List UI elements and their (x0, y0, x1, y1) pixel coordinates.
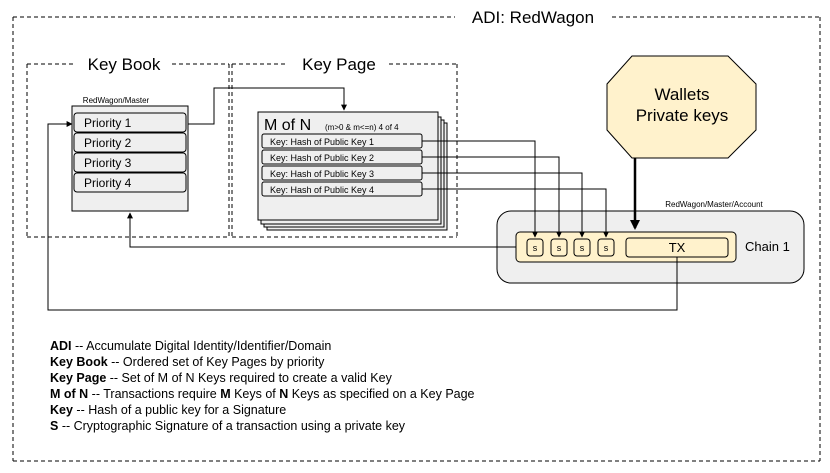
definition-item: Key Book -- Ordered set of Key Pages by … (50, 354, 475, 370)
priority-item[interactable] (73, 152, 187, 173)
key-page-frame (231, 63, 458, 238)
definition-item: Key Page -- Set of M of N Keys required … (50, 370, 475, 386)
adi-title: ADI: RedWagon (472, 8, 594, 27)
signature-box[interactable] (597, 238, 615, 257)
signature-box[interactable] (550, 238, 568, 257)
connectors (47, 87, 678, 311)
tx-to-priority-connector (47, 121, 678, 311)
chain-label: Chain 1 (745, 239, 790, 254)
m-of-n-condition: (m>0 & m<=n) 4 of 4 (325, 123, 399, 132)
wallets-octagon (606, 55, 757, 159)
priority-item[interactable] (73, 132, 187, 153)
signature-list: s s s s (526, 238, 615, 257)
definition-desc: Keys as specified on a Key Page (288, 387, 475, 401)
key-page-title: Key Page (302, 55, 376, 74)
key-label: Key: Hash of Public Key 1 (270, 137, 374, 147)
key-label: Key: Hash of Public Key 2 (270, 153, 374, 163)
priority-label: Priority 2 (84, 136, 132, 150)
definition-item: S -- Cryptographic Signature of a transa… (50, 418, 475, 434)
key2-to-sig-connector (422, 156, 562, 238)
account-label: RedWagon/Master/Account (665, 200, 763, 209)
key4-to-sig-connector (422, 188, 609, 238)
signature-label: s (580, 243, 585, 253)
chain-to-keybook-connector (127, 212, 516, 248)
private-keys-label: Private keys (636, 106, 729, 125)
key-label: Key: Hash of Public Key 4 (270, 185, 374, 195)
signature-label: s (604, 243, 609, 253)
priority-label: Priority 3 (84, 156, 132, 170)
priority-label: Priority 4 (84, 176, 132, 190)
m-of-n-label: M of N (264, 117, 311, 134)
priority-item[interactable] (73, 172, 187, 193)
definition-desc: -- Hash of a public key for a Signature (72, 403, 287, 417)
adi-boundary (12, 16, 821, 462)
signature-box[interactable] (526, 238, 544, 257)
priority-list: Priority 1 Priority 2 Priority 3 Priorit… (73, 112, 187, 193)
key3-to-sig-connector (422, 172, 585, 238)
definition-term: Key Page (50, 371, 107, 385)
definition-desc: Keys of (230, 387, 280, 401)
signature-label: s (557, 243, 562, 253)
priority-item[interactable] (73, 112, 187, 133)
tx-label: TX (669, 240, 686, 255)
priority-to-page-connector (188, 87, 347, 125)
signature-box[interactable] (573, 238, 591, 257)
definition-term: Key (50, 403, 73, 417)
definitions-list: ADI -- Accumulate Digital Identity/Ident… (50, 338, 475, 434)
definition-desc: -- Cryptographic Signature of a transact… (58, 419, 406, 433)
definition-term: S (50, 419, 59, 433)
key-book-frame (26, 63, 230, 238)
definition-term: N (279, 387, 289, 401)
definition-desc: -- Ordered set of Key Pages by priority (107, 355, 325, 369)
wallets-label: Wallets (654, 85, 709, 104)
definition-term: M (220, 387, 231, 401)
definition-item: Key -- Hash of a public key for a Signat… (50, 402, 475, 418)
definition-term: M of N (50, 387, 89, 401)
definition-term: ADI (50, 339, 72, 353)
definition-desc: -- Transactions require (88, 387, 221, 401)
key-book-card-label: RedWagon/Master (83, 96, 150, 105)
definition-item: M of N -- Transactions require M Keys of… (50, 386, 475, 402)
definition-desc: -- Set of M of N Keys required to create… (106, 371, 392, 385)
key1-to-sig-connector (422, 140, 538, 238)
key-book-title: Key Book (88, 55, 161, 74)
key-list: Key: Hash of Public Key 1 Key: Hash of P… (261, 133, 423, 197)
definition-desc: -- Accumulate Digital Identity/Identifie… (71, 339, 332, 353)
key-label: Key: Hash of Public Key 3 (270, 169, 374, 179)
priority-label: Priority 1 (84, 116, 132, 130)
signature-label: s (533, 243, 538, 253)
definition-term: Key Book (50, 355, 108, 369)
definition-item: ADI -- Accumulate Digital Identity/Ident… (50, 338, 475, 354)
